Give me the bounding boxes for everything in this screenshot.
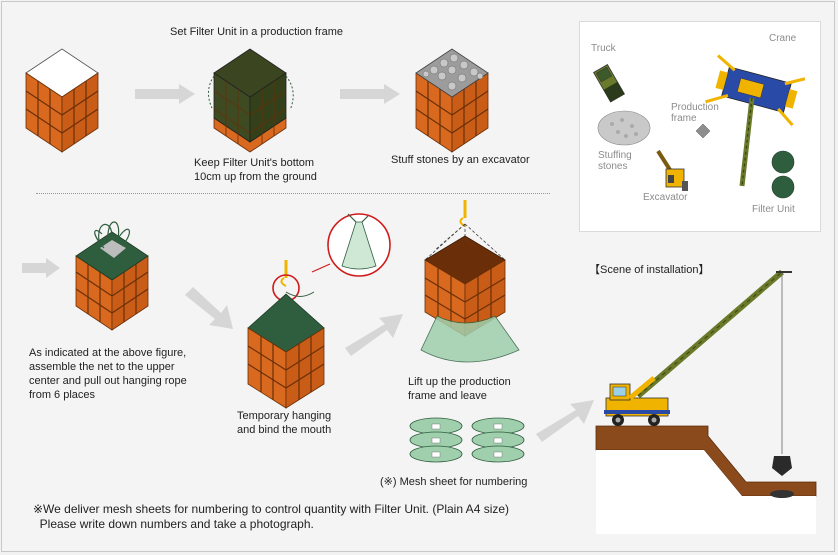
legend-crane-label: Crane: [769, 33, 797, 44]
step-label-lift-up: Lift up the production frame and leave: [408, 376, 511, 402]
legend-excavator-label: Excavator: [643, 192, 688, 203]
filter-unit-stuffed-with-stones: [415, 48, 489, 153]
production-frame-with-filter-unit: [208, 48, 294, 153]
arrow-right-2: [340, 84, 400, 104]
step-label-temporary-hanging: Temporary hanging and bind the mouth: [237, 410, 332, 436]
production-frame-lifted: [420, 200, 520, 363]
stuffing-stones-icon: [597, 110, 651, 146]
mesh-sheet-bags: [409, 417, 525, 463]
production-frame-empty: [25, 48, 99, 153]
installation-scene: [595, 269, 817, 534]
arrow-right-3: [22, 258, 60, 278]
truck-icon: [593, 63, 625, 103]
delivery-note: ※We deliver mesh sheets for numbering to…: [33, 502, 510, 531]
filter-unit-net-assembled: [75, 221, 149, 331]
legend-stuffing-stones-label: Stuffing stones: [598, 150, 632, 172]
mesh-sheet-caption: (※) Mesh sheet for numbering: [380, 476, 528, 488]
production-frame-icon: [695, 123, 711, 139]
arrow-down-right: [185, 287, 233, 329]
step-label-assemble-net: As indicated at the above figure, assemb…: [29, 347, 187, 401]
plan-view-legend: Truck Crane Production frame Stuffing st…: [579, 21, 821, 232]
detail-callout-mouth: [311, 213, 391, 277]
section-divider: [36, 193, 550, 194]
excavator-icon: [656, 149, 688, 191]
arrow-to-scene: [536, 400, 594, 442]
diagram-title: Set Filter Unit in a production frame: [170, 26, 344, 38]
legend-production-frame-label: Production frame: [671, 102, 719, 124]
filter-unit-temporary-hanging: [247, 260, 325, 409]
crane-icon: [705, 54, 806, 187]
arrow-up-right: [345, 314, 403, 356]
step-label-stuff-stones: Stuff stones by an excavator: [391, 154, 530, 166]
filter-unit-icon: [771, 150, 795, 199]
scene-label: 【Scene of installation】: [589, 264, 710, 276]
step-label-keep-bottom: Keep Filter Unit's bottom 10cm up from t…: [194, 157, 317, 183]
arrow-right-1: [135, 84, 195, 104]
legend-filter-unit-label: Filter Unit: [752, 204, 795, 215]
legend-truck-label: Truck: [591, 43, 616, 54]
